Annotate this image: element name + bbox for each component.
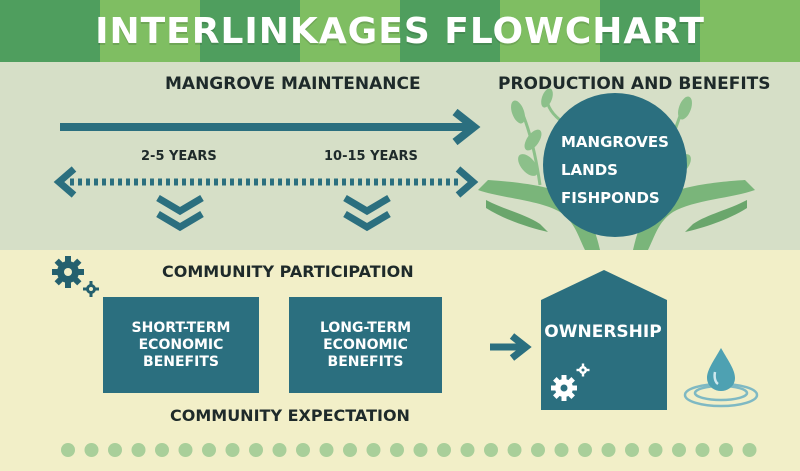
period-long-label: 10-15 YEARS	[324, 149, 418, 164]
header-stripe	[200, 0, 300, 62]
decor-dot	[484, 443, 498, 457]
chevron-down-icon	[343, 194, 391, 232]
header-stripe	[0, 0, 100, 62]
decor-dot	[625, 443, 639, 457]
short-term-benefits-label: SHORT-TERM ECONOMIC BENEFITS	[131, 319, 231, 370]
water-drop-icon	[683, 348, 759, 408]
ownership-house	[541, 270, 667, 410]
decor-dot	[202, 443, 216, 457]
decor-dot	[460, 443, 475, 457]
decor-dot	[131, 443, 146, 457]
header-stripe	[100, 0, 200, 62]
benefits-circle	[543, 93, 687, 237]
decor-dot	[272, 443, 287, 457]
community-expectation-label: COMMUNITY EXPECTATION	[170, 406, 410, 425]
dots-row	[61, 443, 757, 457]
production-benefits-label: PRODUCTION AND BENEFITS	[498, 74, 771, 94]
decor-dot	[695, 443, 710, 457]
decor-dot	[319, 443, 334, 457]
decor-dot	[249, 443, 263, 457]
decor-dot	[507, 443, 522, 457]
decor-dot	[437, 443, 451, 457]
long-term-benefits-box: LONG-TERM ECONOMIC BENEFITS	[289, 297, 442, 393]
mangrove-maintenance-label: MANGROVE MAINTENANCE	[165, 74, 421, 94]
header-stripe	[300, 0, 400, 62]
circle-item-mangroves: MANGROVES	[561, 133, 669, 151]
header-stripe	[500, 0, 600, 62]
decor-dot	[742, 443, 757, 457]
decor-dot	[554, 443, 569, 457]
header-stripe	[700, 0, 800, 62]
header-stripes	[0, 0, 800, 62]
decor-dot	[155, 443, 169, 457]
page-title: INTERLINKAGES FLOWCHART	[95, 10, 705, 52]
chevron-down-icon	[156, 194, 204, 232]
period-double-arrow	[53, 166, 479, 198]
maintenance-arrow	[60, 108, 481, 146]
decor-dot	[601, 443, 616, 457]
ownership-label: OWNERSHIP	[544, 322, 662, 342]
decor-dot	[390, 443, 404, 457]
decor-dot	[296, 443, 310, 457]
decor-dot	[578, 443, 592, 457]
decor-dot	[719, 443, 733, 457]
decor-dot	[343, 443, 357, 457]
period-short-label: 2-5 YEARS	[141, 149, 217, 164]
decor-dot	[366, 443, 381, 457]
decor-dot	[413, 443, 428, 457]
gear-icon	[52, 256, 99, 297]
decor-dot	[61, 443, 75, 457]
circle-item-fishponds: FISHPONDS	[561, 189, 660, 207]
short-term-benefits-box: SHORT-TERM ECONOMIC BENEFITS	[103, 297, 259, 393]
decor-dot	[108, 443, 122, 457]
gear-icon	[551, 363, 590, 401]
decor-dot	[672, 443, 686, 457]
header-stripe	[600, 0, 700, 62]
header-stripe	[400, 0, 500, 62]
circle-item-lands: LANDS	[561, 161, 618, 179]
circle-items: MANGROVES LANDS FISHPONDS	[561, 128, 671, 212]
decor-dot	[531, 443, 545, 457]
community-participation-label: COMMUNITY PARTICIPATION	[162, 262, 414, 281]
decor-dot	[648, 443, 663, 457]
long-term-benefits-label: LONG-TERM ECONOMIC BENEFITS	[319, 319, 412, 370]
decor-dot	[178, 443, 193, 457]
decor-dot	[84, 443, 99, 457]
decor-dot	[225, 443, 240, 457]
arrow-right-icon	[490, 333, 532, 361]
